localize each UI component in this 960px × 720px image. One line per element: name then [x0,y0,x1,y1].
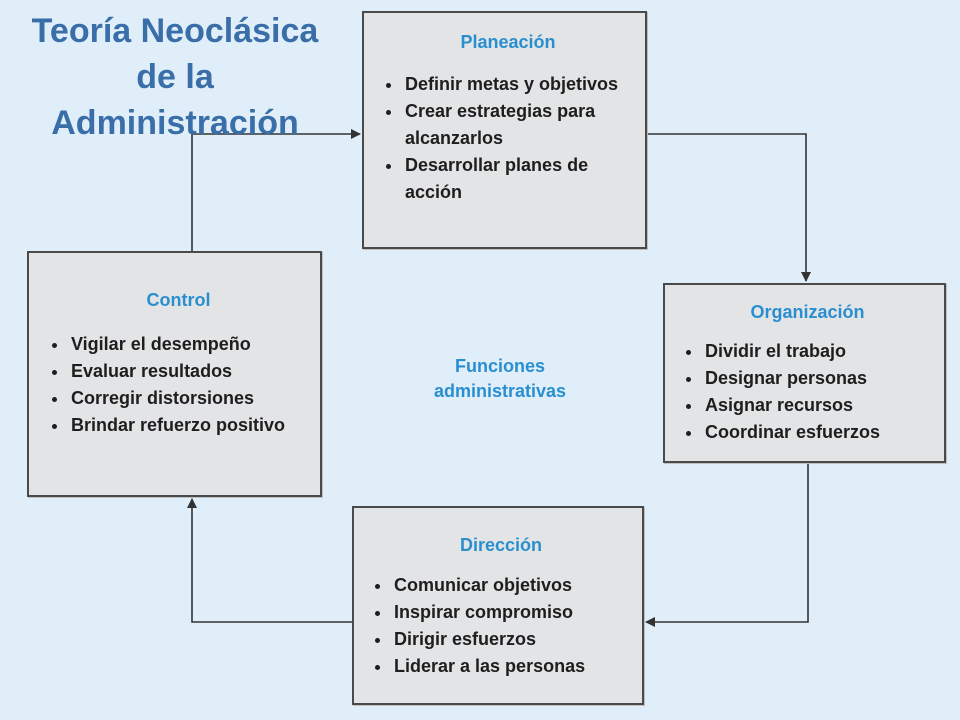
planeacion-list: Definir metas y objetivos Crear estrateg… [381,71,635,206]
list-item: Inspirar compromiso [392,599,632,626]
planeacion-title: Planeación [460,32,556,52]
arrow-direccion-to-control [187,498,352,623]
organizacion-box: Organización Dividir el trabajo Designar… [663,283,946,463]
direccion-list: Comunicar objetivos Inspirar compromiso … [370,572,632,680]
list-item: Comunicar objetivos [392,572,632,599]
list-item: Asignar recursos [703,392,934,419]
list-item: Evaluar resultados [69,358,310,385]
control-box: Control Vigilar el desempeño Evaluar res… [27,251,322,497]
list-item: Crear estrategias para alcanzarlos [403,98,635,152]
list-item: Coordinar esfuerzos [703,419,934,446]
list-item: Designar personas [703,365,934,392]
arrow-planeacion-to-organizacion [647,133,811,282]
direccion-box: Dirección Comunicar objetivos Inspirar c… [352,506,644,705]
organizacion-list: Dividir el trabajo Designar personas Asi… [681,338,934,446]
arrow-control-to-planeacion [191,129,361,251]
list-item: Brindar refuerzo positivo [69,412,310,439]
slide-title: Teoría Neoclásica de la Administración [31,12,319,142]
control-title: Control [146,290,211,310]
organizacion-title: Organización [750,302,865,322]
list-item: Definir metas y objetivos [403,71,635,98]
list-item: Dirigir esfuerzos [392,626,632,653]
center-label: Funciones administrativas [433,356,567,401]
arrow-organizacion-to-direccion [645,463,809,627]
list-item: Desarrollar planes de acción [403,152,635,206]
planeacion-box: Planeación Definir metas y objetivos Cre… [362,11,647,249]
list-item: Dividir el trabajo [703,338,934,365]
list-item: Corregir distorsiones [69,385,310,412]
control-list: Vigilar el desempeño Evaluar resultados … [47,331,310,439]
list-item: Liderar a las personas [392,653,632,680]
direccion-title: Dirección [459,535,543,555]
list-item: Vigilar el desempeño [69,331,310,358]
